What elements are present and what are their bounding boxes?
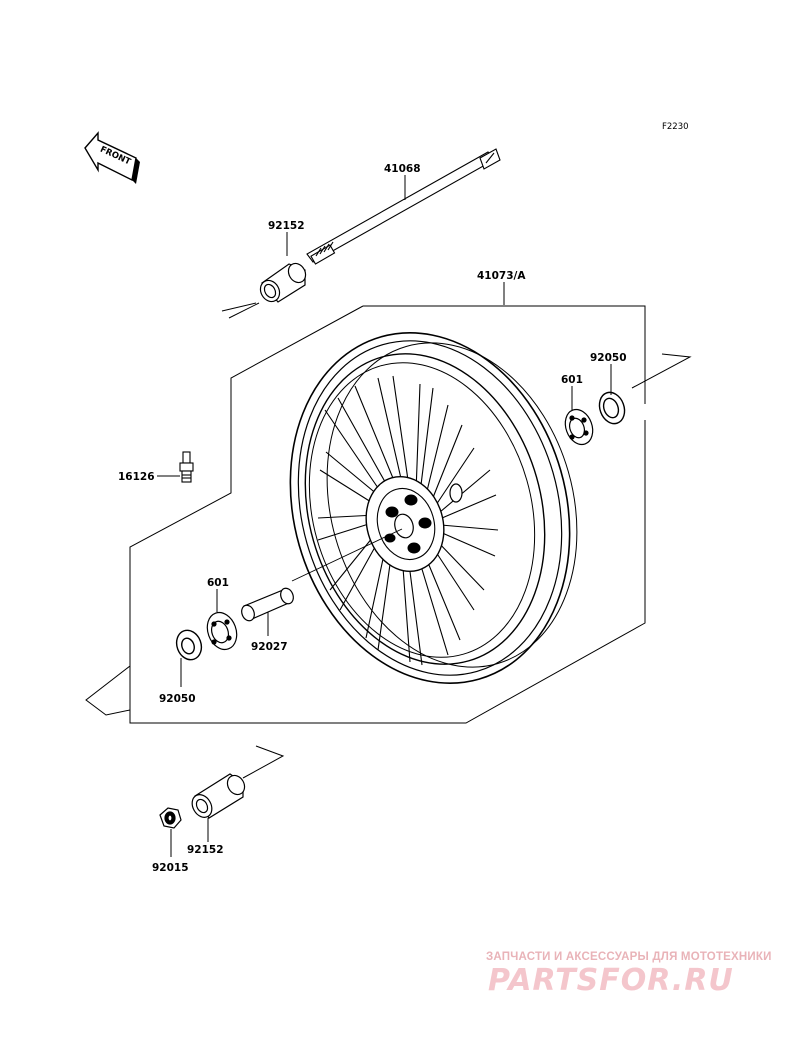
callout-92152-upper: 92152 xyxy=(268,220,305,232)
spacer xyxy=(241,587,294,622)
callout-92027: 92027 xyxy=(251,641,288,653)
front-arrow-icon: FRONT xyxy=(84,131,140,184)
callout-labels: 41068 92152 41073/A 92050 601 16126 601 … xyxy=(118,163,627,874)
bearing-right xyxy=(564,408,594,446)
callout-92152-lower: 92152 xyxy=(187,844,224,856)
diagram-code: F2230 xyxy=(662,122,689,132)
callout-92050-left: 92050 xyxy=(159,693,196,705)
callout-41068: 41068 xyxy=(384,163,421,175)
seal-right xyxy=(598,391,626,425)
nut xyxy=(159,807,182,829)
watermark-logo: PARTSFOR.RU xyxy=(488,963,734,998)
callout-92050-right: 92050 xyxy=(590,352,627,364)
collar-lower xyxy=(191,773,246,819)
watermark-tagline: ЗАПЧАСТИ И АКСЕССУАРЫ ДЛЯ МОТОТЕХНИКИ xyxy=(486,951,772,963)
wheel xyxy=(289,332,578,684)
callout-601-left: 601 xyxy=(207,577,229,589)
collar-upper xyxy=(259,262,307,303)
valve xyxy=(179,451,194,483)
lower-axis-lines xyxy=(242,745,285,779)
callout-601-right: 601 xyxy=(561,374,583,386)
bearing-left xyxy=(206,611,238,651)
seal-left xyxy=(175,629,203,661)
axle xyxy=(306,148,501,265)
leader-lines xyxy=(157,175,612,857)
axis-line xyxy=(291,528,403,582)
callout-16126: 16126 xyxy=(118,471,155,483)
callout-41073-a: 41073/A xyxy=(477,270,526,282)
callout-92015: 92015 xyxy=(152,862,189,874)
assembly-outline xyxy=(85,302,692,724)
